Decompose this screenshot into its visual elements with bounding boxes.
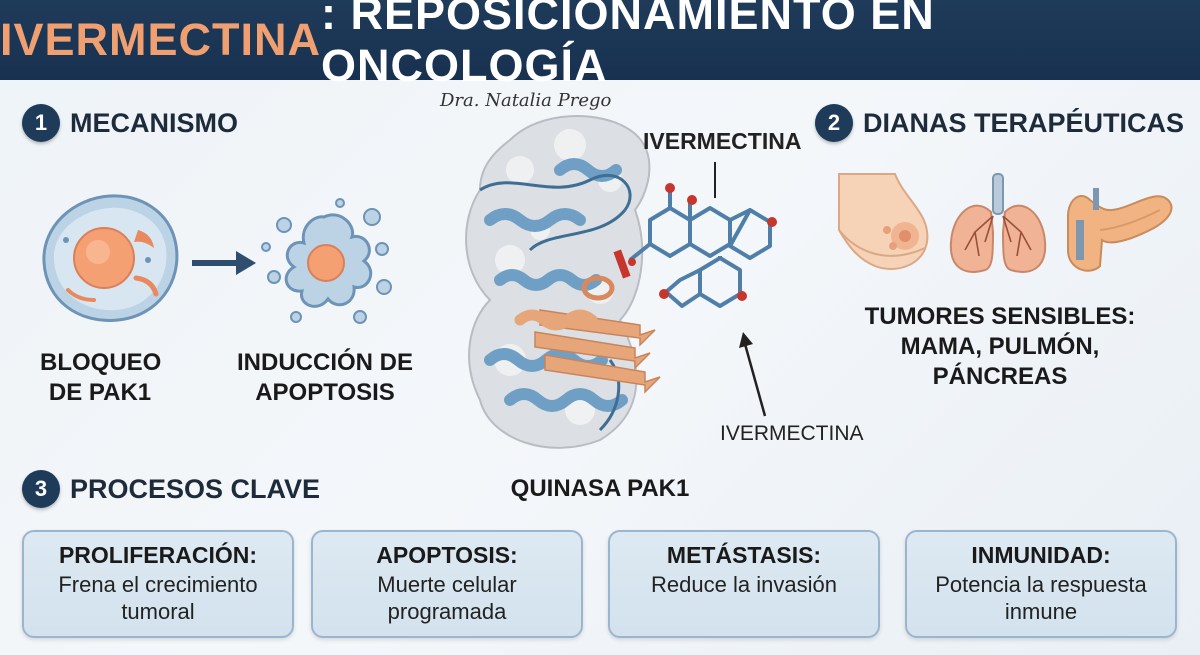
card-metastasis: METÁSTASIS: Reduce la invasión [608,530,880,638]
card-title: INMUNIDAD: [971,542,1111,568]
title-rest: : REPOSICIONAMIENTO EN ONCOLOGÍA [321,0,935,91]
pak1-kinase-structure-icon [465,115,777,449]
card-inmunidad: INMUNIDAD: Potencia la respuesta inmune [905,530,1177,638]
page-title: IVERMECTINA : REPOSICIONAMIENTO EN ONCOL… [0,0,1200,91]
arrow-right-icon [192,251,256,275]
section-title-mecanismo: MECANISMO [70,107,238,138]
section-dianas-heading: 2 DIANAS TERAPÉUTICAS [815,104,1184,142]
card-title: METÁSTASIS: [666,542,822,568]
card-proliferacion: PROLIFERACIÓN: Frena el crecimiento tumo… [22,530,294,638]
section-number-2: 2 [815,104,853,142]
card-apoptosis: APOPTOSIS: Muerte celular programada [311,530,583,638]
ivermectina-label-top: IVERMECTINA [643,128,802,154]
lungs-icon [949,173,1047,273]
cell-icon [42,194,179,322]
title-highlight: IVERMECTINA [0,14,322,65]
breast-icon [838,173,929,270]
ivermectina-label-bottom: IVERMECTINA [720,422,864,445]
section-title-dianas: DIANAS TERAPÉUTICAS [863,107,1185,138]
author-signature: Dra. Natalia Prego [440,90,612,111]
card-description: Frena el crecimiento tumoral [58,572,258,624]
arrow-up-icon [739,332,767,417]
section-title-procesos: PROCESOS CLAVE [70,473,321,504]
section-number-3: 3 [22,470,60,508]
card-description: Potencia la respuesta inmune [935,572,1147,624]
card-title: APOPTOSIS: [376,542,518,568]
section-mecanismo-heading: 1 MECANISMO [22,104,238,142]
pointer-line [714,162,716,198]
apoptotic-cell-icon [261,198,392,324]
tumores-sensibles-text: TUMORES SENSIBLES: MAMA, PULMÓN, PÁNCREA… [864,303,1136,390]
card-title: PROLIFERACIÓN: [58,542,258,568]
card-description: Muerte celular programada [377,572,517,624]
section-number-1: 1 [22,104,60,142]
pancreas-icon [1067,188,1173,272]
protein-caption: QUINASA PAK1 [510,475,690,502]
card-description: Reduce la invasión [651,572,837,597]
section-procesos-heading: 3 PROCESOS CLAVE [22,470,320,508]
step-apoptosis-label: INDUCCIÓN DE APOPTOSIS [236,349,413,406]
step-pak1-block-label: BLOQUEO DE PAK1 [40,349,162,406]
